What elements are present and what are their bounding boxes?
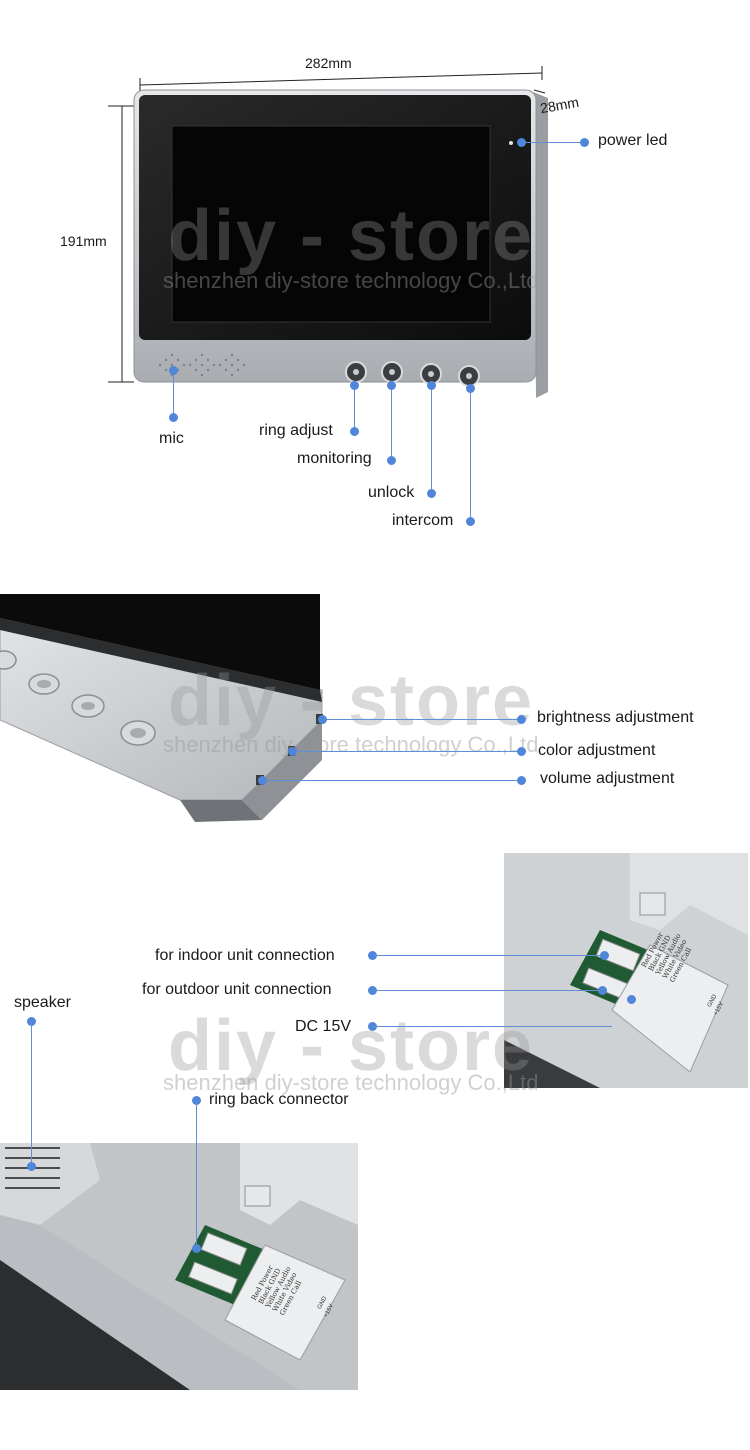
indoor-label: for indoor unit connection <box>155 947 335 964</box>
width-dimension: 282mm <box>305 55 352 71</box>
height-dimension: 191mm <box>60 233 107 249</box>
volume-label: volume adjustment <box>540 770 675 787</box>
intercom-dot-end <box>466 517 475 526</box>
brightness-label: brightness adjustment <box>537 709 694 726</box>
ring-adjust-dot <box>350 381 359 390</box>
watermark-brand-3: diy - store <box>168 1006 535 1086</box>
speaker-dot-end <box>27 1162 36 1171</box>
power-led-label: power led <box>598 132 668 149</box>
dc-line <box>372 1026 612 1027</box>
color-label: color adjustment <box>538 742 656 759</box>
volume-line <box>262 780 521 781</box>
power-led-dot <box>517 138 526 147</box>
power-led-dot-end <box>580 138 589 147</box>
brightness-line <box>322 719 521 720</box>
indoor-dot-end <box>600 951 609 960</box>
ring-adjust-label: ring adjust <box>259 422 333 439</box>
unlock-line <box>431 385 432 493</box>
brightness-dot-end <box>517 715 526 724</box>
ringback-line <box>196 1100 197 1248</box>
watermark-company-2: shenzhen diy-store technology Co.,Ltd <box>163 732 539 757</box>
dc-dot-end <box>627 995 636 1004</box>
unlock-dot <box>427 381 436 390</box>
outdoor-line <box>372 990 604 991</box>
intercom-line <box>470 388 471 521</box>
monitoring-dot <box>387 381 396 390</box>
color-dot-end <box>517 747 526 756</box>
front-view-illustration <box>108 66 548 398</box>
mic-label: mic <box>159 430 184 447</box>
indoor-line <box>372 955 604 956</box>
ringback-dot-end <box>192 1244 201 1253</box>
watermark-brand-2: diy - store <box>168 661 535 741</box>
power-led-line <box>522 142 584 143</box>
speaker-line <box>31 1021 32 1166</box>
side-view-illustration <box>0 594 323 822</box>
mic-dot-end <box>169 413 178 422</box>
speaker-label: speaker <box>14 994 71 1011</box>
watermark-brand-1: diy - store <box>168 196 535 276</box>
color-dot <box>288 747 297 756</box>
monitoring-dot-end <box>387 456 396 465</box>
outdoor-dot-end <box>598 986 607 995</box>
mic-dot <box>169 366 178 375</box>
volume-dot <box>258 776 267 785</box>
ring-adjust-line <box>354 385 355 431</box>
dc-label: DC 15V <box>295 1018 352 1035</box>
intercom-dot <box>466 384 475 393</box>
unlock-label: unlock <box>368 484 415 501</box>
outdoor-label: for outdoor unit connection <box>142 981 332 998</box>
intercom-label: intercom <box>392 512 454 529</box>
volume-dot-end <box>517 776 526 785</box>
watermark-company-3: shenzhen diy-store technology Co.,Ltd <box>163 1070 539 1095</box>
brightness-dot <box>318 715 327 724</box>
ringback-label: ring back connector <box>209 1091 349 1108</box>
mic-line <box>173 370 174 418</box>
monitoring-line <box>391 385 392 460</box>
unlock-dot-end <box>427 489 436 498</box>
watermark-company-1: shenzhen diy-store technology Co.,Ltd <box>163 268 539 293</box>
ring-adjust-dot-end <box>350 427 359 436</box>
monitoring-label: monitoring <box>297 450 372 467</box>
color-line <box>292 751 521 752</box>
